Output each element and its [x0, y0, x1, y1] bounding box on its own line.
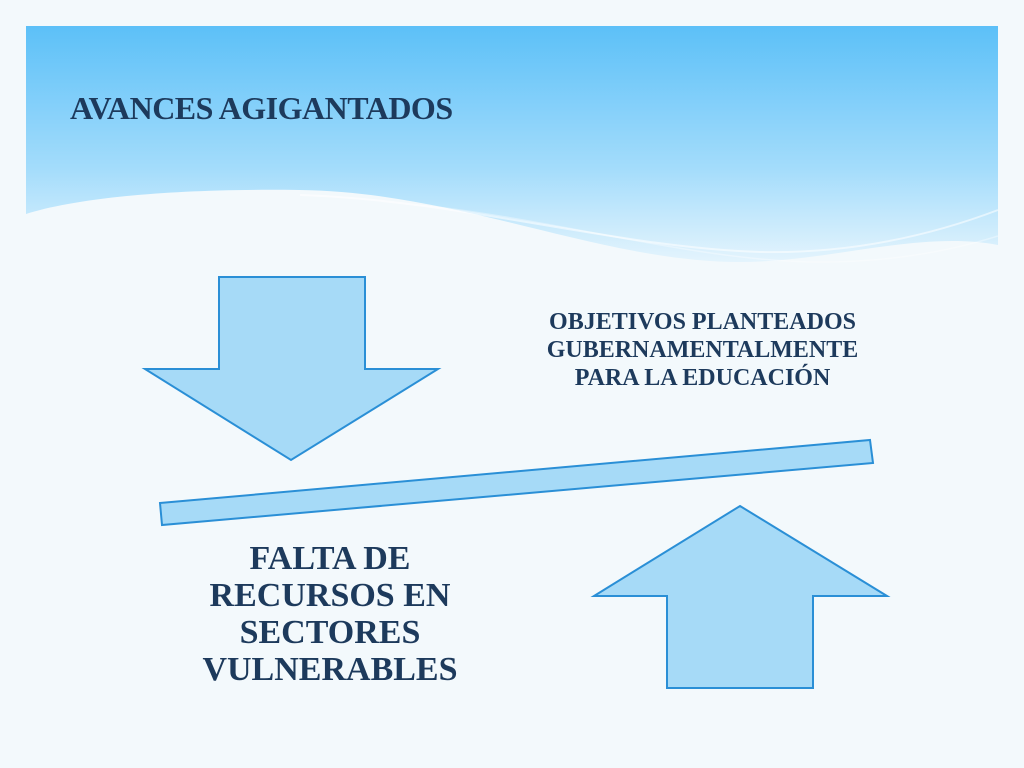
header-wave: [26, 26, 998, 262]
header-wave-line: [299, 194, 999, 254]
header-wave-line-2: [419, 204, 999, 263]
government-objectives-label: OBJETIVOS PLANTEADOS GUBERNAMENTALMENTE …: [546, 309, 859, 391]
balance-beam: [158, 438, 875, 527]
down-arrow: [141, 276, 442, 462]
lack-of-resources-label: FALTA DE RECURSOS EN SECTORES VULNERABLE…: [202, 540, 458, 688]
up-arrow: [590, 504, 891, 689]
header-banner: [26, 26, 999, 263]
slide-title: AVANCES AGIGANTADOS: [70, 90, 453, 126]
